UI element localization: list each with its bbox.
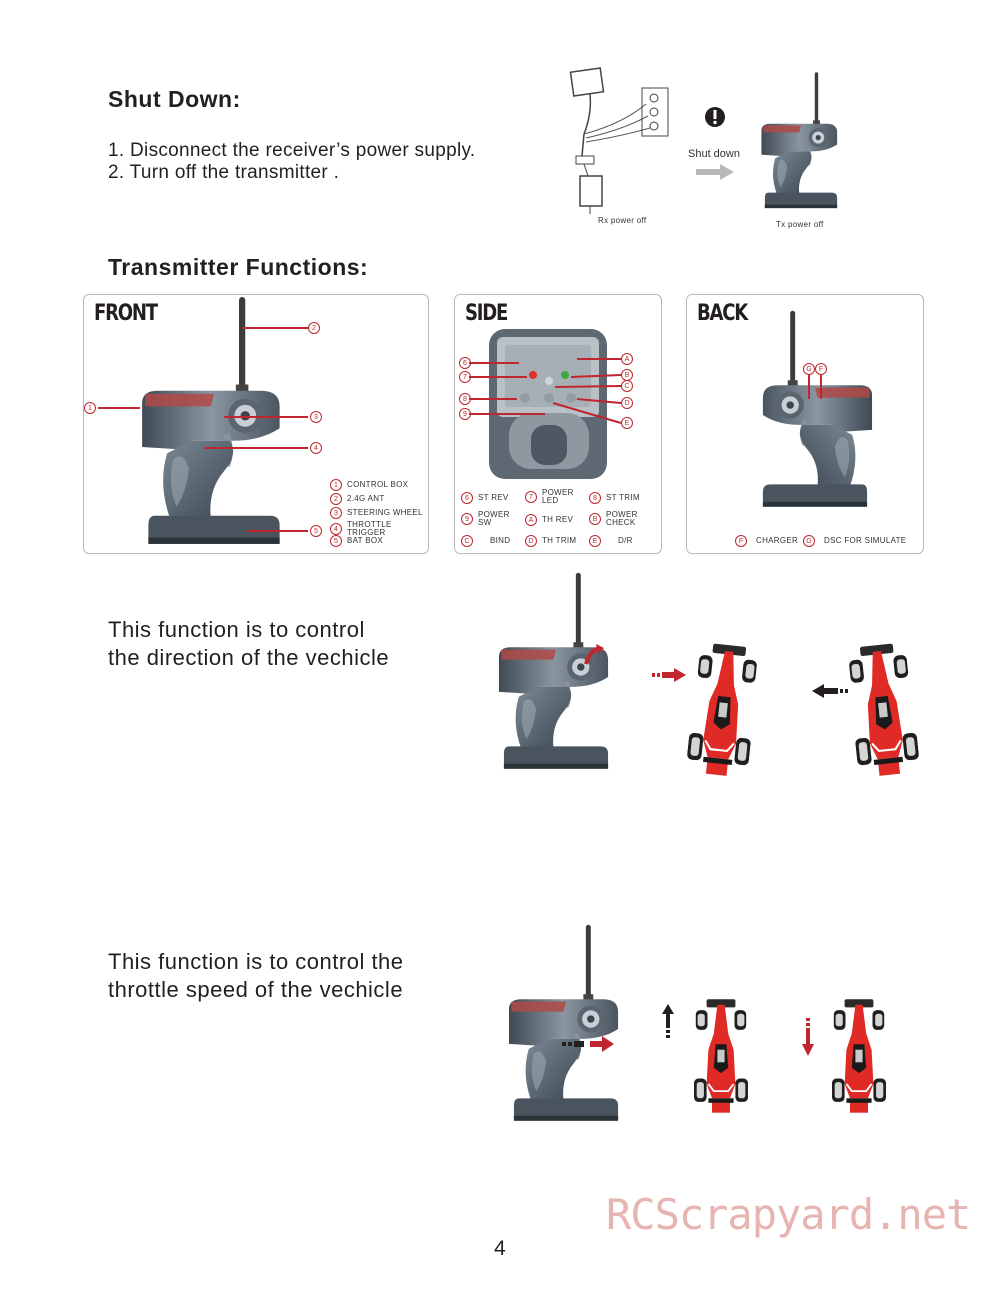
front-callout-lines — [98, 327, 308, 532]
throttle-description: This function is to control the throttle… — [108, 948, 404, 1004]
steering-car-left-image — [852, 642, 914, 778]
rx-caption: Rx power off — [598, 216, 647, 225]
shutdown-step-2: 2. Turn off the transmitter . — [108, 162, 340, 183]
throttle-car-reverse-image — [832, 992, 886, 1120]
front-panel-title: FRONT — [94, 301, 158, 326]
watermark: RCScrapyard.net — [606, 1190, 971, 1239]
throttle-transmitter-image — [504, 918, 628, 1130]
steer-left-arrow-icon — [812, 684, 848, 698]
throttle-up-arrow-icon — [662, 1004, 674, 1038]
front-callout-1: 1 — [84, 402, 96, 414]
side-callout-8: 8 — [459, 393, 471, 405]
front-callout-2: 2 — [308, 322, 320, 334]
shutdown-title: Shut Down: — [108, 86, 241, 112]
throttle-line-2: throttle speed of the vechicle — [108, 977, 404, 1002]
side-panel-title: SIDE — [465, 301, 508, 326]
right-arrow-icon — [696, 164, 734, 180]
steer-right-arrow-icon — [652, 668, 686, 682]
side-callout-6: 6 — [459, 357, 471, 369]
steering-line-1: This function is to control — [108, 617, 365, 642]
side-callout-7: 7 — [459, 371, 471, 383]
throttle-car-forward-image — [694, 992, 748, 1120]
warning-icon — [705, 107, 725, 127]
steering-car-right-image — [692, 642, 754, 778]
side-transmitter-image — [469, 329, 622, 479]
trigger-arrows-icon — [562, 1036, 614, 1052]
front-callout-4: 4 — [310, 442, 322, 454]
transmitter-off-image — [758, 62, 844, 220]
steering-description: This function is to control the directio… — [108, 616, 389, 672]
functions-title: Transmitter Functions: — [108, 254, 369, 280]
throttle-line-1: This function is to control the — [108, 949, 404, 974]
front-callout-3: 3 — [310, 411, 322, 423]
tx-caption: Tx power off — [776, 220, 824, 229]
front-callout-5: 5 — [310, 525, 322, 537]
back-panel-title: BACK — [697, 301, 748, 326]
steering-wheel-arrow-icon — [584, 644, 604, 665]
back-callout-lines — [808, 375, 822, 399]
receiver-illustration — [569, 67, 669, 214]
back-callout-g: G — [803, 363, 815, 375]
steering-line-2: the direction of the vechicle — [108, 645, 390, 670]
steering-transmitter-image — [494, 568, 618, 776]
shutdown-arrow-label: Shut down — [688, 148, 740, 160]
side-callout-e: E — [621, 417, 633, 429]
side-callout-9: 9 — [459, 408, 471, 420]
shutdown-steps: 1. Disconnect the receiver’s power suppl… — [108, 140, 475, 184]
side-callout-a: A — [621, 353, 633, 365]
page-number: 4 — [494, 1237, 506, 1260]
shutdown-step-1: 1. Disconnect the receiver’s power suppl… — [108, 140, 476, 161]
throttle-down-arrow-icon — [802, 1018, 814, 1056]
side-callout-d: D — [621, 397, 633, 409]
back-callout-f: F — [815, 363, 827, 375]
side-callout-c: C — [621, 380, 633, 392]
